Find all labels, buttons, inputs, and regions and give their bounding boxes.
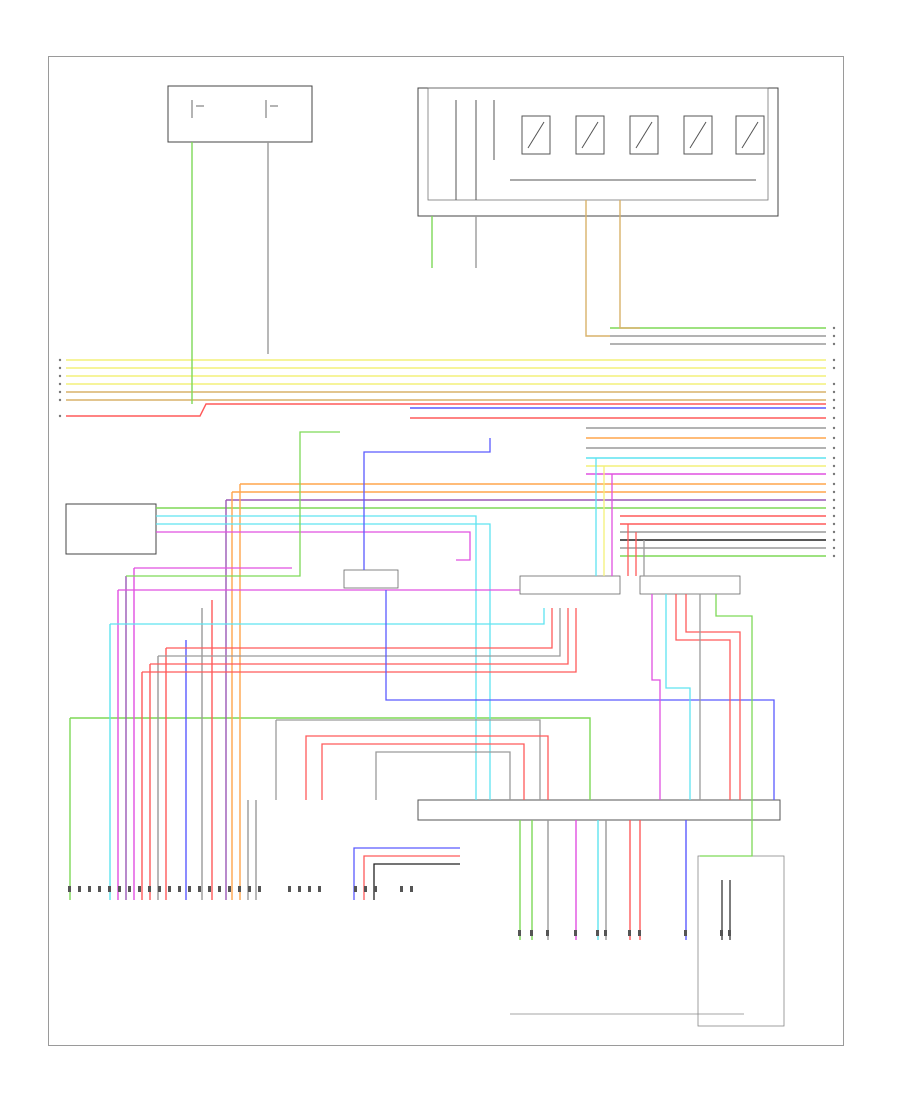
bottom-right-drops <box>519 820 731 940</box>
bottom-right-pins <box>518 930 731 936</box>
horizontal-bus <box>66 327 826 557</box>
routing-lines <box>110 431 775 900</box>
bottom-right-box <box>697 855 785 1027</box>
center-connector-a <box>519 575 621 595</box>
top-right-relays <box>455 100 765 200</box>
top-vertical-wires <box>191 142 640 404</box>
left-side-module <box>65 503 157 555</box>
diagram-frame <box>48 56 844 1046</box>
center-connector-b <box>639 575 741 595</box>
small-connector <box>343 569 399 589</box>
top-right-module <box>417 87 779 217</box>
bottom-left-pins <box>68 886 413 892</box>
top-left-box-switches <box>191 100 278 118</box>
main-unit-bottom <box>417 799 781 821</box>
top-left-box <box>167 85 313 143</box>
center-drops <box>595 458 753 857</box>
top-right-inner <box>427 87 769 201</box>
bottom-left-verticals <box>69 484 591 900</box>
left-terminals <box>58 358 62 418</box>
right-terminals <box>832 326 836 558</box>
